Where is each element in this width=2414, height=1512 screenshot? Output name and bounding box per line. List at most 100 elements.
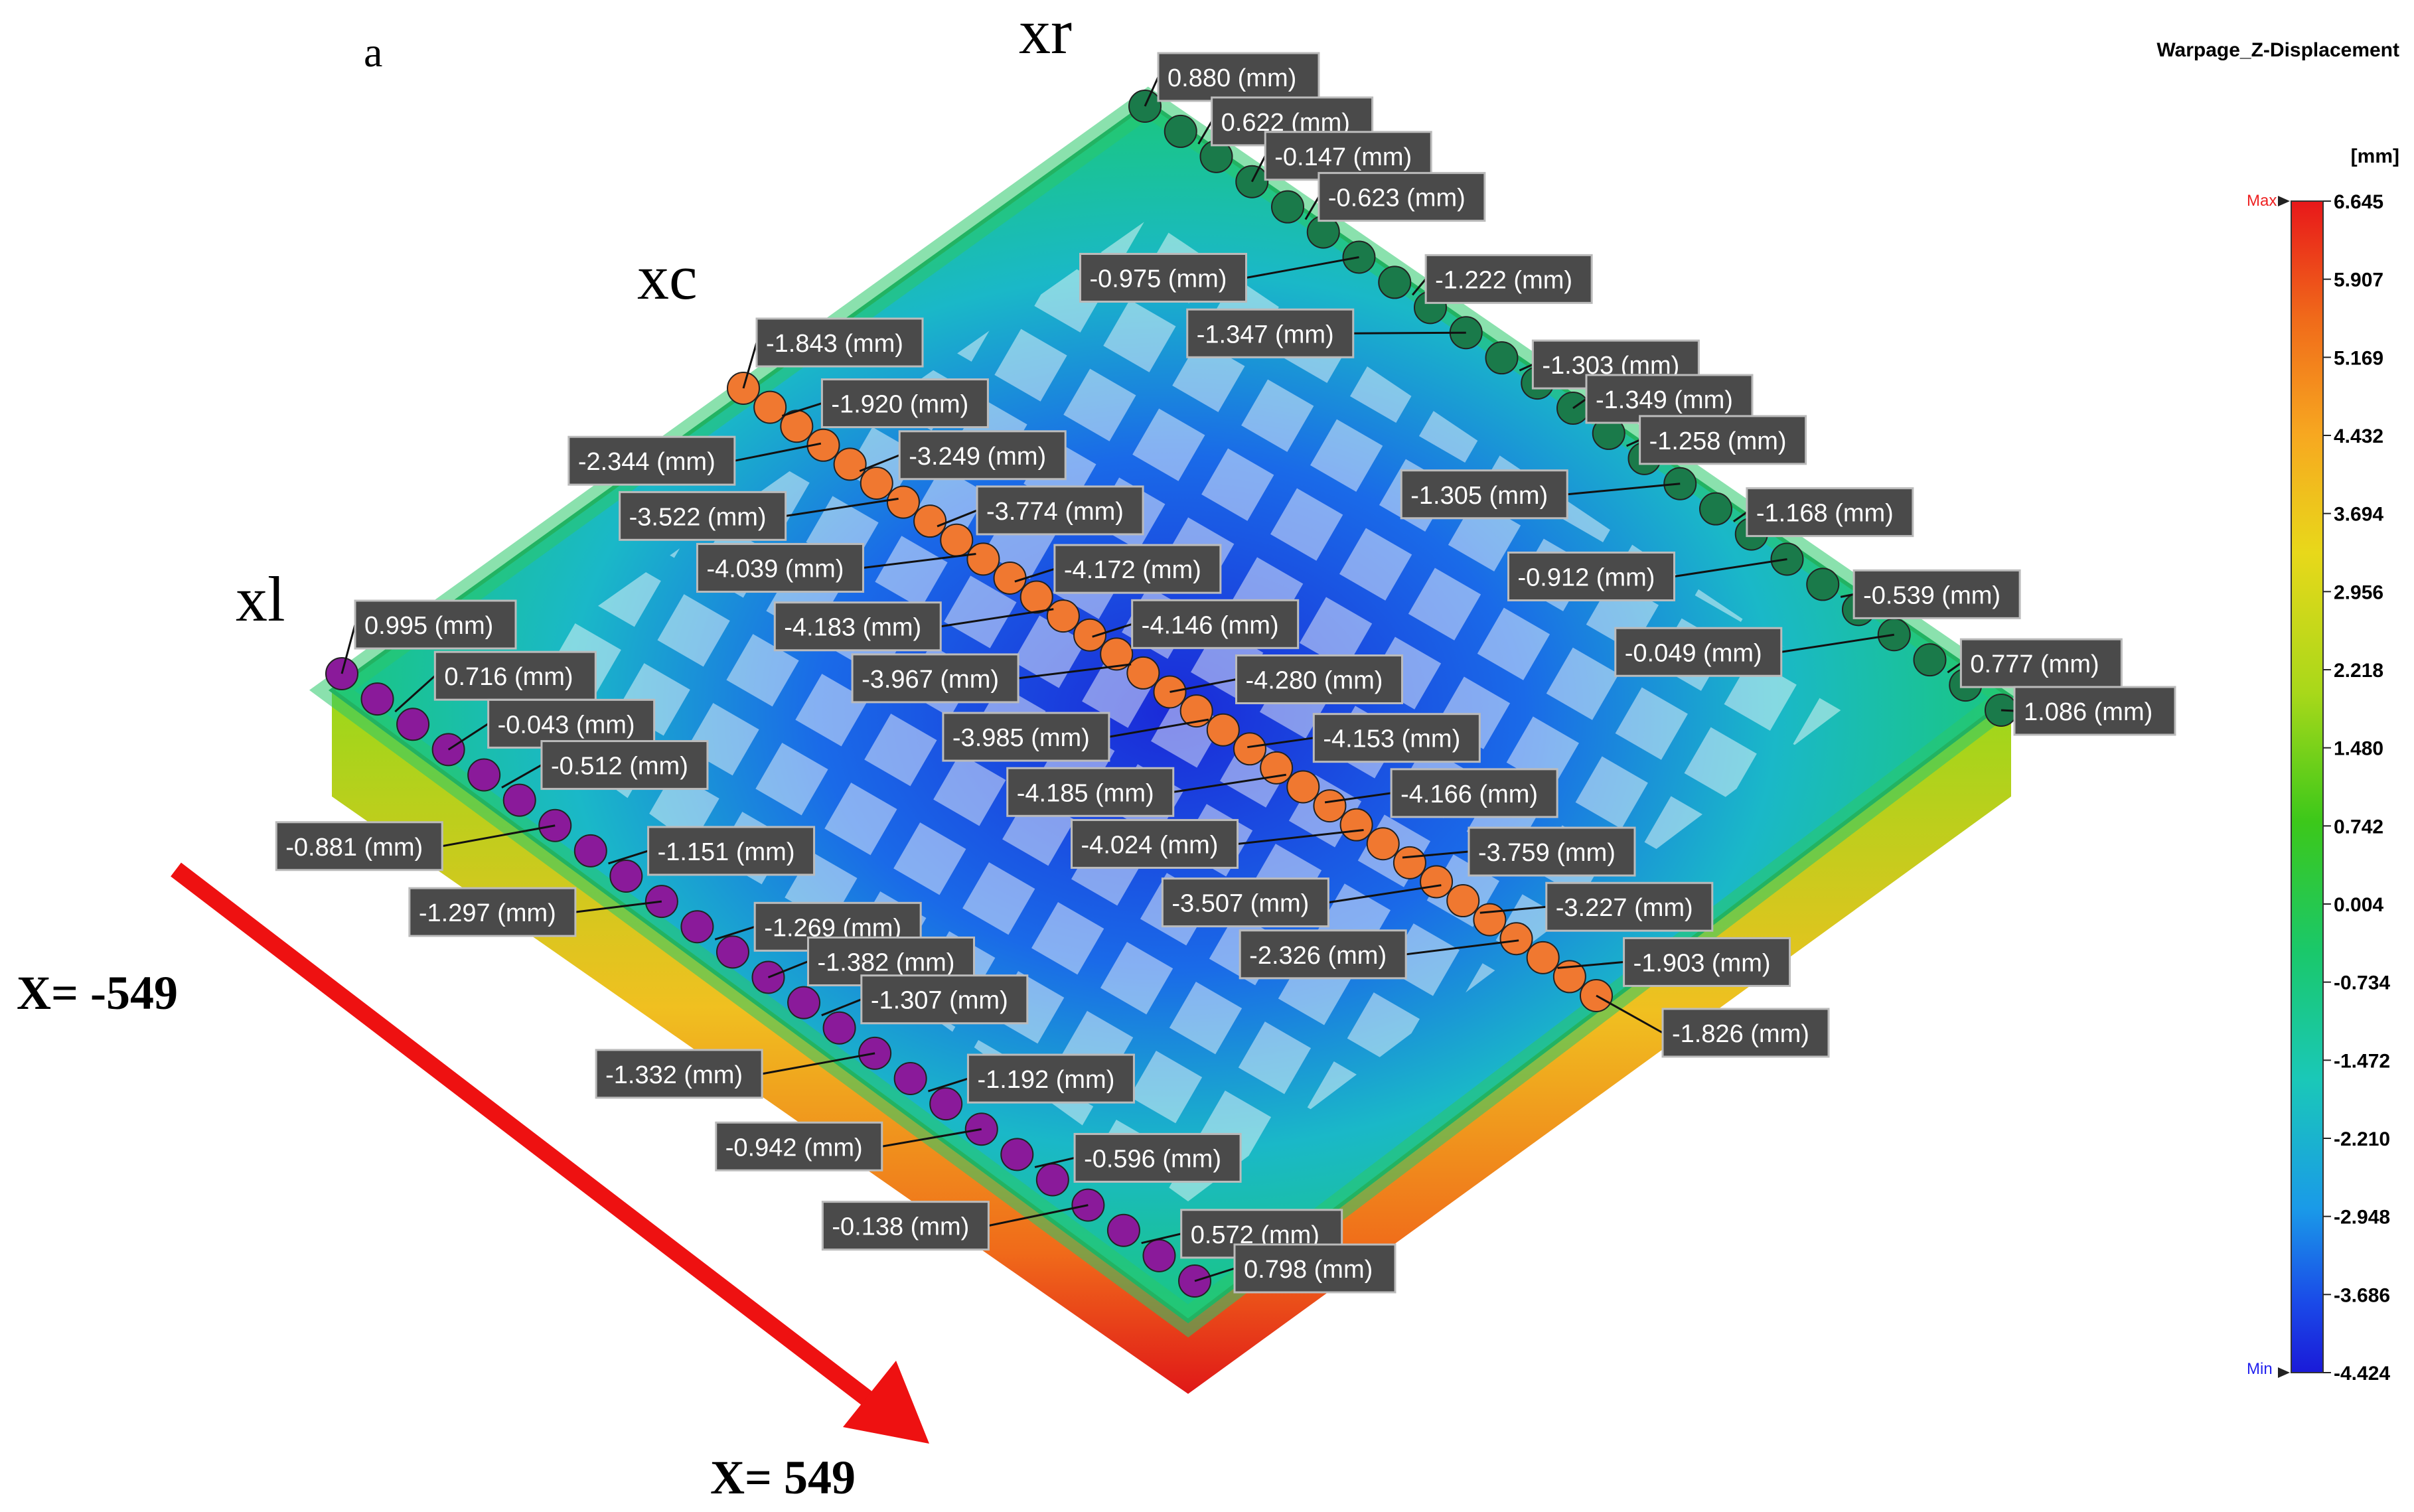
probe-point[interactable] — [929, 1087, 963, 1121]
probe-line-xc: -1.843 (mm)-1.920 (mm)-2.344 (mm)-3.249 … — [567, 317, 1830, 1058]
callout-box — [1079, 253, 1247, 303]
probe-point[interactable] — [1420, 865, 1454, 899]
probe-point[interactable] — [913, 504, 947, 538]
callout-leader — [1247, 737, 1314, 749]
callout-box — [1157, 52, 1320, 102]
probe-point[interactable] — [1806, 567, 1840, 601]
probe-point[interactable] — [860, 466, 893, 500]
callout-box — [851, 653, 1019, 704]
probe-value-label: -3.774 (mm) — [986, 498, 1124, 526]
probe-point[interactable] — [1913, 643, 1947, 677]
probe-point[interactable] — [1019, 580, 1053, 614]
probe-point[interactable] — [1473, 903, 1507, 937]
callout-leader — [1250, 155, 1266, 183]
probe-point[interactable] — [467, 758, 501, 792]
callout-leader — [1519, 363, 1533, 372]
callout-leader — [501, 764, 542, 789]
probe-point[interactable] — [1100, 637, 1134, 671]
callout-leader — [1246, 256, 1359, 279]
callout-leader — [1479, 905, 1546, 914]
callout-leader — [941, 608, 1054, 628]
probe-point[interactable] — [1378, 265, 1412, 299]
callout-box — [1424, 254, 1593, 304]
probe-point[interactable] — [680, 910, 714, 944]
probe-point[interactable] — [1206, 713, 1240, 747]
probe-point[interactable] — [1260, 751, 1294, 785]
probe-point[interactable] — [1233, 732, 1266, 766]
probe-value-label: -4.039 (mm) — [706, 556, 844, 583]
probe-point[interactable] — [1286, 770, 1320, 804]
probe-point[interactable] — [1106, 1213, 1140, 1247]
probe-point[interactable] — [573, 834, 607, 868]
callout-box — [275, 821, 443, 871]
callout-leader — [447, 723, 489, 751]
probe-point[interactable] — [1552, 960, 1586, 994]
probe-point[interactable] — [1271, 190, 1304, 224]
probe-point[interactable] — [1526, 941, 1560, 974]
probe-point[interactable] — [1499, 922, 1533, 956]
probe-value-label: -0.912 (mm) — [1518, 564, 1655, 592]
probe-point[interactable] — [1035, 1163, 1069, 1197]
callout-box — [1131, 599, 1300, 649]
probe-value-label: 0.716 (mm) — [444, 663, 573, 691]
pallet-model — [309, 86, 2034, 1394]
max-pointer-icon — [2278, 196, 2290, 206]
callout-leader — [821, 998, 862, 1017]
probe-value-label: -0.138 (mm) — [832, 1213, 969, 1241]
probe-point[interactable] — [893, 1062, 927, 1095]
probe-point[interactable] — [1046, 599, 1080, 633]
legend-tick-label: -1.472 — [2334, 1050, 2390, 1072]
probe-point[interactable] — [1164, 114, 1197, 148]
callout-leader — [742, 342, 758, 389]
probe-value-label: -3.759 (mm) — [1478, 839, 1616, 867]
probe-point[interactable] — [1179, 694, 1213, 728]
callout-box — [1959, 638, 2123, 688]
callout-box — [1006, 767, 1175, 817]
callout-box — [567, 435, 736, 486]
probe-point[interactable] — [1339, 808, 1373, 842]
callout-leader — [1840, 593, 1854, 598]
legend-tick-label: -4.424 — [2334, 1363, 2390, 1385]
probe-point[interactable] — [609, 860, 643, 893]
probe-point[interactable] — [822, 1011, 856, 1045]
probe-value-label: -1.332 (mm) — [605, 1061, 743, 1089]
probe-point[interactable] — [1446, 884, 1480, 918]
callout-box — [1852, 569, 2021, 619]
callout-box — [1468, 826, 1636, 877]
probe-point[interactable] — [966, 542, 1000, 576]
line-label-xc: xc — [637, 242, 698, 313]
probe-point[interactable] — [1000, 1138, 1034, 1172]
probe-value-label: -0.881 (mm) — [285, 834, 423, 862]
callout-box — [619, 491, 787, 541]
probe-point[interactable] — [1126, 656, 1160, 690]
probe-point[interactable] — [753, 390, 787, 424]
probe-point[interactable] — [1366, 827, 1400, 861]
probe-point[interactable] — [940, 523, 974, 557]
callout-box — [1507, 552, 1675, 601]
legend-tick-label: 5.169 — [2334, 347, 2383, 369]
callout-box — [966, 1053, 1135, 1104]
probe-point[interactable] — [360, 682, 394, 716]
callout-leader — [781, 402, 822, 417]
probe-point[interactable] — [1073, 618, 1107, 652]
callout-box — [647, 826, 816, 876]
probe-point[interactable] — [833, 447, 867, 481]
probe-point[interactable] — [1393, 846, 1426, 879]
probe-point[interactable] — [1699, 492, 1732, 526]
callout-leader — [1173, 773, 1286, 793]
probe-point[interactable] — [396, 708, 430, 741]
callout-leader — [1411, 278, 1427, 296]
probe-point[interactable] — [502, 783, 536, 817]
legend-tick-label: 5.907 — [2334, 269, 2383, 291]
probe-point[interactable] — [1485, 341, 1519, 375]
probe-point[interactable] — [886, 485, 920, 519]
probe-point[interactable] — [1142, 1239, 1176, 1272]
callout-box — [540, 740, 709, 791]
probe-point[interactable] — [993, 561, 1027, 595]
callout-box — [408, 887, 577, 937]
callout-leader — [1108, 718, 1209, 738]
callout-leader — [1018, 663, 1132, 680]
probe-point[interactable] — [716, 935, 749, 969]
probe-point[interactable] — [787, 986, 821, 1020]
probe-point[interactable] — [1313, 789, 1347, 823]
